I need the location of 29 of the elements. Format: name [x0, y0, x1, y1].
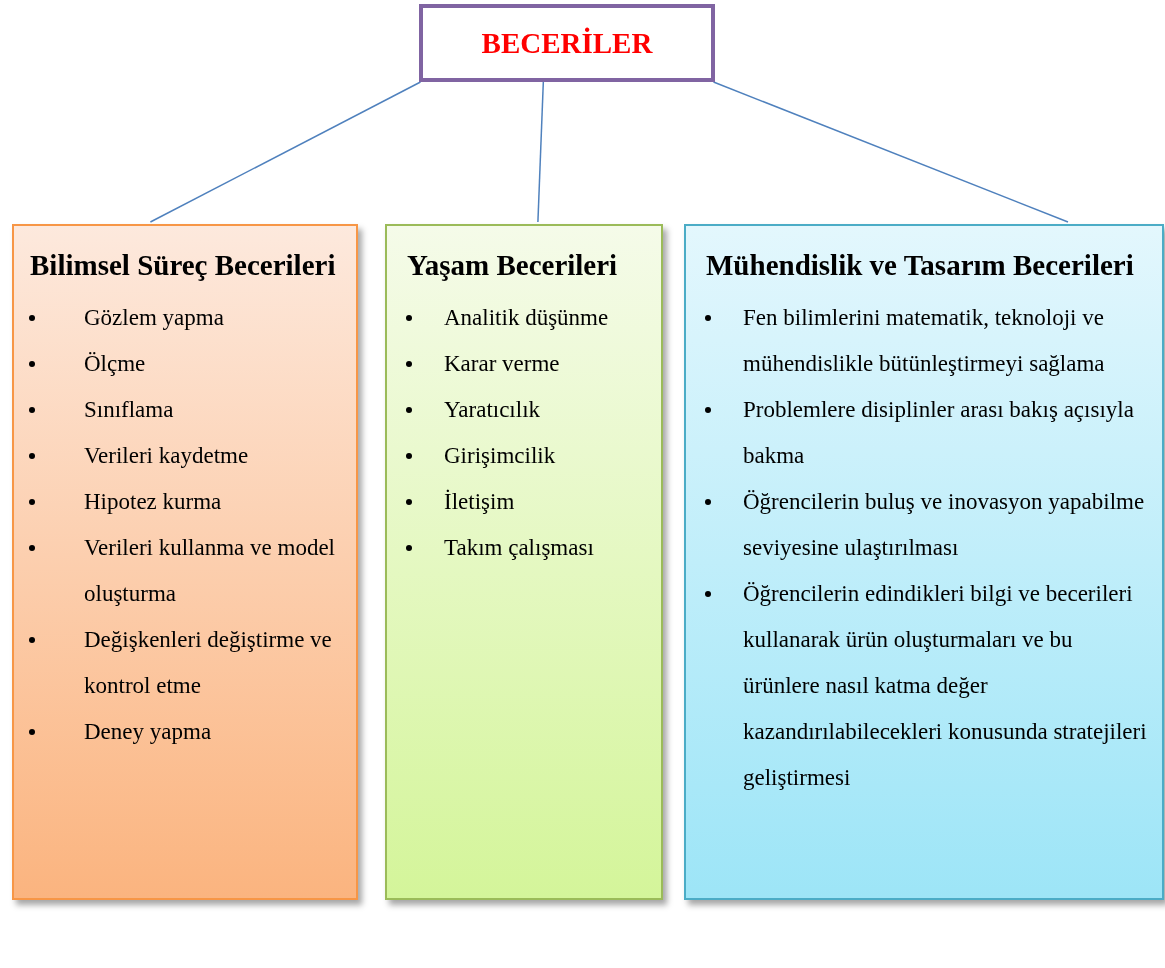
bullet-item: Problemlere disiplinler arası bakış açısıyla bakma [706, 387, 1152, 479]
bullet-item: Ölçme [30, 341, 342, 387]
bullet-item: Girişimcilik [407, 433, 651, 479]
panel-heading: Yaşam Becerileri [407, 248, 619, 283]
bullet-item: Öğrencilerin buluş ve inovasyon yapabilme seviyesine ulaştırılması [706, 479, 1152, 571]
bullet-item: Verileri kaydetme [30, 433, 342, 479]
connector-line [149, 81, 422, 223]
bullet-item: Gözlem yapma [30, 295, 342, 341]
panel-heading: Mühendislik ve Tasarım Becerileri [706, 248, 1135, 283]
bullet-item: Öğrencilerin edindikleri bilgi ve becerileri kullanarak ürün oluşturmaları ve bu ürünlere nasıl katma değer kazandırılabilecekleri konusunda stratejileri geliştirmesi [706, 571, 1152, 801]
bullet-item: Karar verme [407, 341, 651, 387]
title-box [419, 4, 715, 82]
bullet-item: Fen bilimlerini matematik, teknoloji ve mühendislikle bütünleştirmeyi sağlama [706, 295, 1152, 387]
bullet-item: Hipotez kurma [30, 479, 342, 525]
connector-line [537, 81, 545, 223]
category-panel [684, 224, 1164, 900]
bullet-item: Takım çalışması [407, 525, 651, 571]
bullet-item: İletişim [407, 479, 651, 525]
bullet-item: Verileri kullanma ve model oluşturma [30, 525, 342, 617]
bullet-item: Değişkenleri değiştirme ve kontrol etme [30, 617, 342, 709]
panel-heading: Bilimsel Süreç Becerileri [30, 248, 337, 283]
connector-line [712, 81, 1069, 223]
bullet-item: Deney yapma [30, 709, 342, 755]
category-panel [12, 224, 358, 900]
bullet-item: Analitik düşünme [407, 295, 651, 341]
category-panel [385, 224, 663, 900]
bullet-item: Yaratıcılık [407, 387, 651, 433]
bullet-item: Sınıflama [30, 387, 342, 433]
title-text: BECERİLER [481, 26, 653, 60]
